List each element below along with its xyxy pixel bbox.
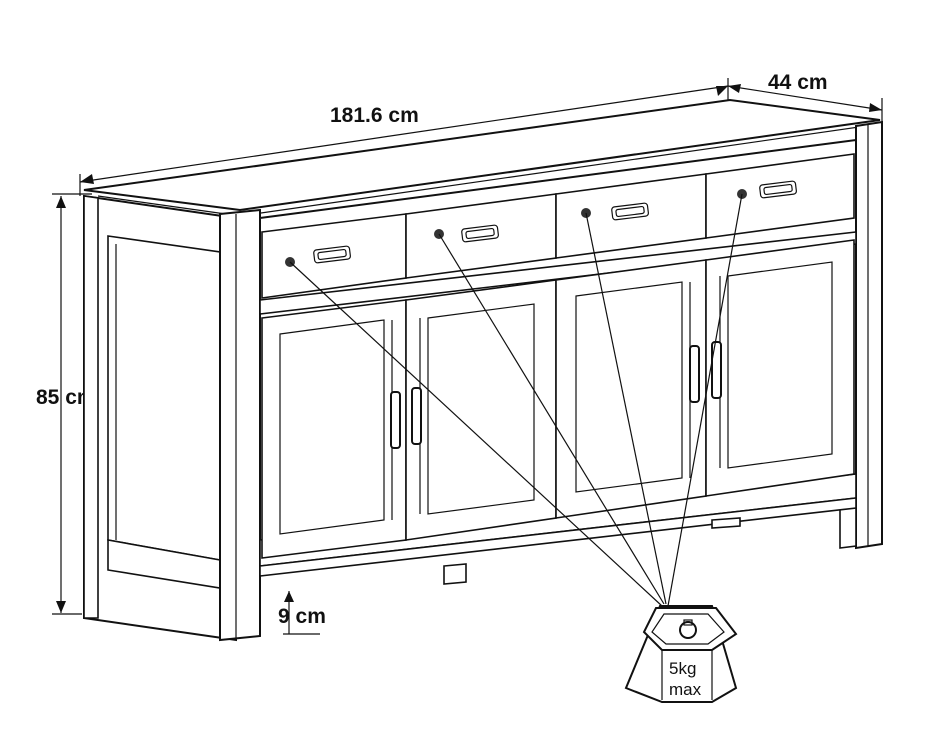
right-post xyxy=(855,120,883,550)
drawer-handle-icon xyxy=(313,245,351,264)
leg-label: 9 cm xyxy=(278,605,326,628)
front-left-post xyxy=(219,208,261,642)
height-label: 85 cm xyxy=(36,386,96,409)
door-handle-icon xyxy=(689,345,700,403)
center-leg xyxy=(443,563,467,585)
drawers xyxy=(261,153,855,299)
drawer-handle-icon xyxy=(759,180,797,199)
doors xyxy=(261,239,855,559)
depth-dimension xyxy=(727,84,883,124)
door-handle-icon xyxy=(411,387,422,445)
height-dimension xyxy=(52,193,92,615)
top-surface xyxy=(83,98,881,212)
load-lines xyxy=(289,193,743,607)
depth-label: 44 cm xyxy=(768,71,828,94)
width-label: 181.6 cm xyxy=(330,104,419,127)
drawer-handle-icon xyxy=(611,202,649,221)
width-dimension xyxy=(79,78,729,196)
door-handle-icon xyxy=(390,391,401,449)
door-handle-icon xyxy=(711,341,722,399)
door-3 xyxy=(555,259,707,519)
door-4 xyxy=(705,239,855,497)
weight-icon xyxy=(624,605,738,703)
drawer-handle-icon xyxy=(461,224,499,243)
weight-limit-label: max xyxy=(669,680,702,699)
weight-value-label: 5kg xyxy=(669,659,696,678)
leg-dimension xyxy=(283,591,320,635)
center-leg-rear xyxy=(711,517,741,529)
